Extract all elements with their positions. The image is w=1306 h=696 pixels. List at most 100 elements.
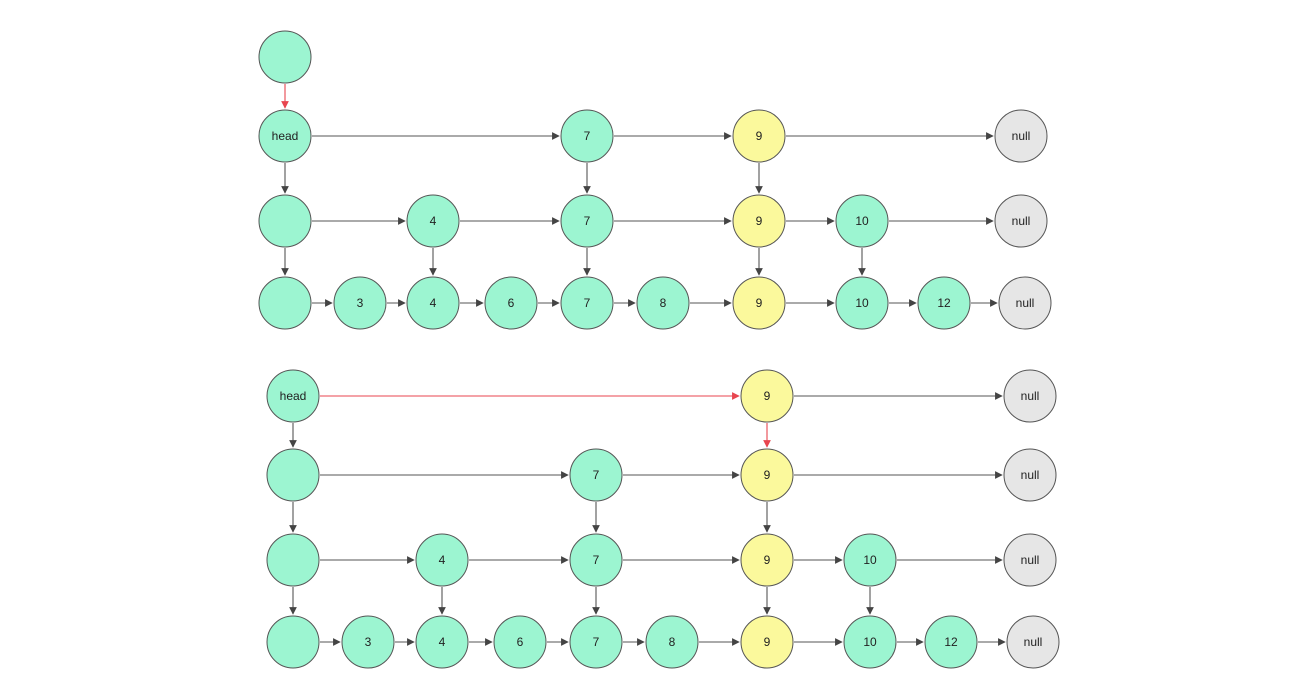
node-label: 7 [584,296,591,310]
node-circle-gray [1006,615,1060,669]
node-label: 8 [669,635,676,649]
list-node: head [266,369,320,423]
node-label: null [1012,129,1031,143]
node-circle-yellow [732,276,786,330]
node-label: 7 [593,635,600,649]
node-circle-green [569,615,623,669]
node-label: null [1024,635,1043,649]
node-label: 9 [764,389,771,403]
node-label: head [280,389,307,403]
node-circle-green [258,194,312,248]
skiplist-bottom-edges [289,392,1006,646]
list-node: 9 [732,194,786,248]
node-label: 9 [756,214,763,228]
list-node [266,448,320,502]
node-circle-green [406,194,460,248]
node-circle-gray [1003,533,1057,587]
node-label: 7 [584,214,591,228]
list-node: 10 [843,615,897,669]
list-node: null [994,194,1048,248]
node-circle-gray [1003,369,1057,423]
list-node: 8 [636,276,690,330]
node-label: null [1021,468,1040,482]
node-circle-green [484,276,538,330]
node-label: 12 [937,296,951,310]
node-circle-yellow [740,369,794,423]
node-circle-green [835,276,889,330]
node-label: 10 [855,296,869,310]
list-node: null [1006,615,1060,669]
node-label: 3 [365,635,372,649]
node-circle-green [415,615,469,669]
list-node: 12 [917,276,971,330]
node-label: null [1021,389,1040,403]
list-node: 7 [569,448,623,502]
node-circle-green [341,615,395,669]
list-node: 9 [740,533,794,587]
list-node: 3 [341,615,395,669]
node-label: 9 [756,129,763,143]
node-circle-green [266,448,320,502]
list-node: 8 [645,615,699,669]
list-node: 7 [569,615,623,669]
node-label: 12 [944,635,958,649]
list-node [266,533,320,587]
nodes-layer: head 7 9 null 4 7 9 10 null 3 4 6 7 8 9 10 12 null head 9 nu… [258,30,1060,669]
node-circle-green [843,533,897,587]
node-circle-yellow [732,109,786,163]
node-circle-green [843,615,897,669]
node-label: head [272,129,299,143]
node-label: 10 [863,635,877,649]
node-circle-green [266,369,320,423]
list-node: head [258,109,312,163]
node-label: 9 [764,468,771,482]
node-label: 9 [764,635,771,649]
list-node: 4 [406,276,460,330]
node-circle-green [645,615,699,669]
list-node: 7 [560,194,614,248]
skiplist-top-edges [281,84,998,307]
list-node: null [994,109,1048,163]
node-circle-yellow [740,448,794,502]
node-circle-green [266,533,320,587]
list-node: 3 [333,276,387,330]
node-circle-green [560,194,614,248]
list-node: 7 [569,533,623,587]
node-circle-green [266,615,320,669]
node-circle-green [258,109,312,163]
node-circle-green [560,276,614,330]
list-node [258,276,312,330]
node-label: null [1021,553,1040,567]
node-label: null [1016,296,1035,310]
node-circle-green [560,109,614,163]
node-circle-green [333,276,387,330]
list-node: 10 [835,194,889,248]
node-circle-yellow [740,533,794,587]
node-label: 9 [756,296,763,310]
list-node [258,30,312,84]
node-label: 6 [508,296,515,310]
node-label: 3 [357,296,364,310]
list-node: 9 [740,448,794,502]
list-node: 6 [493,615,547,669]
list-node: 7 [560,276,614,330]
list-node [266,615,320,669]
list-node: 4 [415,533,469,587]
node-label: 4 [439,635,446,649]
list-node: 6 [484,276,538,330]
node-label: 9 [764,553,771,567]
node-circle-green [636,276,690,330]
list-node: null [1003,533,1057,587]
node-label: 8 [660,296,667,310]
node-label: 10 [855,214,869,228]
node-label: 4 [439,553,446,567]
node-label: 7 [593,553,600,567]
node-circle-yellow [732,194,786,248]
list-node: 4 [415,615,469,669]
list-node: null [998,276,1052,330]
list-node [258,194,312,248]
node-circle-green [569,533,623,587]
